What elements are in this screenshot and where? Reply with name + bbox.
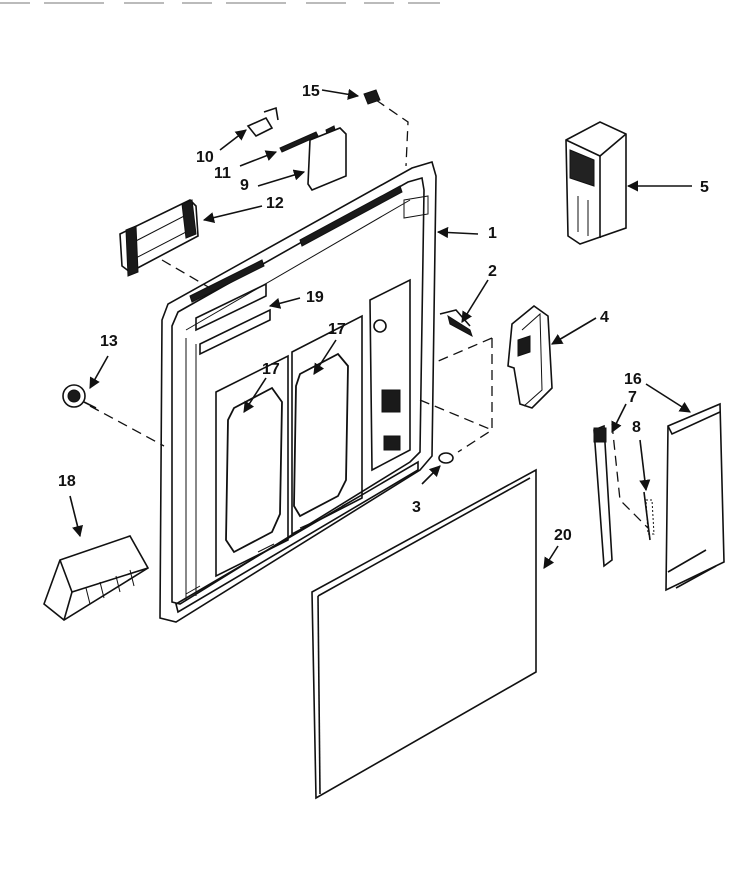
callout-4: 4 [600, 309, 609, 326]
callout-labels: 15 1 2 4 5 10 11 9 12 19 13 17 17 3 18 2… [58, 83, 709, 544]
callout-18: 18 [58, 473, 76, 490]
part-3-screw [438, 452, 454, 464]
callout-7: 7 [628, 389, 637, 406]
callout-16: 16 [624, 371, 642, 388]
dashed-assembly-lines [89, 99, 649, 529]
part-18-bracket [43, 535, 150, 621]
part-20-outer-door-panel [311, 468, 537, 800]
callout-9: 9 [240, 177, 249, 194]
callout-20: 20 [554, 527, 572, 544]
part-4-latch [507, 304, 553, 409]
callout-15: 15 [302, 83, 320, 100]
part-7-link [593, 424, 613, 568]
callout-13: 13 [100, 333, 118, 350]
callout-17-right: 17 [328, 321, 346, 338]
callout-8: 8 [632, 419, 641, 436]
callout-10: 10 [196, 149, 214, 166]
part-16-panel [665, 402, 725, 592]
part-8-spring [643, 491, 655, 541]
part-13-knob [62, 384, 97, 409]
callout-12: 12 [266, 195, 284, 212]
callout-5: 5 [700, 179, 709, 196]
part-9-cover [307, 127, 347, 191]
callout-2: 2 [488, 263, 497, 280]
callout-19: 19 [306, 289, 324, 306]
part-12-handle [119, 199, 199, 277]
inner-door-panel [159, 161, 437, 623]
callout-11: 11 [214, 165, 231, 182]
part-15-screw [363, 89, 381, 105]
part-5-latch-housing [565, 121, 627, 245]
callout-3: 3 [412, 499, 421, 516]
callout-arrows [69, 88, 692, 569]
callout-1: 1 [488, 225, 497, 242]
part-10-clip [246, 106, 279, 138]
callout-17-left: 17 [262, 361, 280, 378]
